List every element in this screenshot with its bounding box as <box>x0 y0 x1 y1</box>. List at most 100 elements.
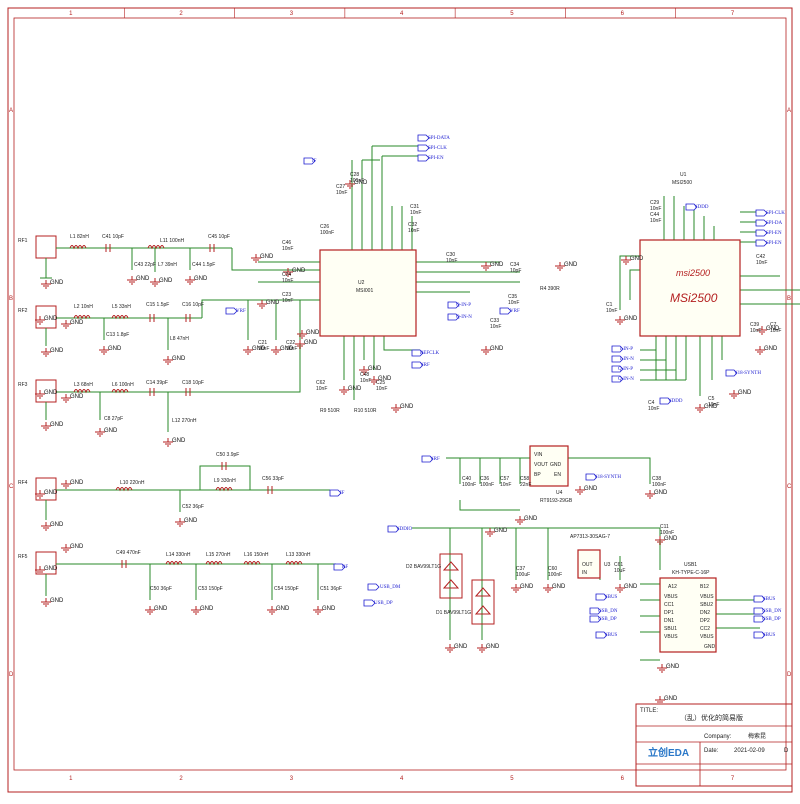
net-spi-clk: SPI-CLK <box>428 146 447 151</box>
cap-ref: C11 <box>660 524 669 530</box>
cap-ref: C31 <box>410 204 419 210</box>
net-port-flag <box>659 397 672 405</box>
gnd-symbol: GND <box>755 346 778 355</box>
gnd-symbol: GND <box>645 490 668 499</box>
row-label: D <box>787 672 792 678</box>
gnd-symbol: GND <box>283 268 306 277</box>
usb-pin: DP2 <box>700 618 710 624</box>
gnd-label: GND <box>154 606 168 612</box>
cap-ref: C5 <box>708 396 715 402</box>
cap-value: 10nF <box>446 258 457 264</box>
col-label: 5 <box>510 776 514 782</box>
company-label: Company: <box>704 734 732 740</box>
net-port-flag <box>447 313 460 321</box>
gnd-label: GND <box>159 278 173 284</box>
net-port-flag <box>755 219 768 227</box>
u1-big: MSi2500 <box>670 291 718 305</box>
net-i-in-n: I-IN-N <box>620 357 634 362</box>
cap-value: 10nF <box>606 308 617 314</box>
part-label: L16 150nH <box>244 552 269 558</box>
cap-ref: C62 <box>316 380 325 386</box>
cap-value: 10nF <box>286 346 297 352</box>
cap-ref: C33 <box>490 318 499 324</box>
net-port-flag <box>753 631 766 639</box>
cap-value: 10nF <box>508 300 519 306</box>
net-port-flag <box>411 361 424 369</box>
u1-part: MSI2500 <box>672 180 692 186</box>
cap-ref: C4 <box>648 400 655 406</box>
net-q-in-n-2: Q-IN-N <box>618 377 634 382</box>
part-label: L6 100nH <box>112 382 134 388</box>
row-label: A <box>9 108 13 114</box>
part-label: L9 330nH <box>214 478 236 484</box>
net-v18-synth: V18-SYNTH <box>734 371 761 376</box>
gnd-symbol: GND <box>615 316 638 325</box>
gnd-symbol: GND <box>391 404 414 413</box>
gnd-symbol: GND <box>695 404 718 413</box>
u2-ref: U2 <box>358 280 365 286</box>
net-port-flag <box>611 345 624 353</box>
cap-value: 22nF <box>520 482 531 488</box>
gnd-symbol: GND <box>163 438 186 447</box>
gnd-label: GND <box>584 486 598 492</box>
gnd-symbol: GND <box>41 280 64 289</box>
gnd-label: GND <box>664 536 678 542</box>
gnd-label: GND <box>520 584 534 590</box>
part-label: L15 270nH <box>206 552 231 558</box>
rf4-chain <box>35 462 330 520</box>
cap-ref: C24 <box>282 272 291 278</box>
net-usb-dn: USB_DN <box>598 609 618 614</box>
u3-part: AP7313-30SAG-7 <box>570 534 610 540</box>
gnd-label: GND <box>348 386 362 392</box>
usb-pin: VBUS <box>664 594 678 600</box>
cap-value: 10nF <box>408 228 419 234</box>
net-usb-dn-2: USB_DN <box>762 609 782 614</box>
labels: RF1 RF2 RF3 RF4 RF5 L1 82nH C41 10pF C43… <box>18 136 789 759</box>
cap-value: 100nF <box>462 482 476 488</box>
cap-value: 10pF <box>510 268 521 274</box>
net-port-flag <box>595 631 608 639</box>
net-spi-en-2: SPI-EN <box>766 231 782 236</box>
gnd-label: GND <box>108 346 122 352</box>
cap-value: 100nF <box>480 482 494 488</box>
res-label: R9 510R <box>320 408 340 414</box>
gnd-symbol: GND <box>515 516 538 525</box>
gnd-symbol: GND <box>35 566 58 575</box>
part-label: C15 1.5pF <box>146 302 169 308</box>
gnd-symbol: GND <box>543 584 566 593</box>
cap-ref: C44 <box>650 212 659 218</box>
net-port-flag <box>611 365 624 373</box>
power-section <box>412 445 760 661</box>
gnd-symbol: GND <box>185 276 208 285</box>
net-vddd: VDDD <box>668 399 683 404</box>
gnd-symbol: GND <box>729 390 752 399</box>
cap-ref: C40 <box>462 476 471 482</box>
gnd-label: GND <box>50 522 64 528</box>
u4-pin: BP <box>534 472 541 478</box>
gnd-label: GND <box>266 300 280 306</box>
gnd-label: GND <box>304 340 318 346</box>
cap-ref: C35 <box>508 294 517 300</box>
part-label: C8 27pF <box>104 416 123 422</box>
net-port-flag <box>589 607 602 615</box>
u1-ref: U1 <box>680 172 687 178</box>
cap-ref: C37 <box>516 566 525 572</box>
rf3-chain <box>35 300 301 432</box>
gnd-label: GND <box>490 262 504 268</box>
cap-ref: C58 <box>520 476 529 482</box>
net-port-flag <box>499 307 512 315</box>
part-label: C49 470nF <box>116 550 141 556</box>
net-vbus-2: VBUS <box>604 633 618 638</box>
rf1-chain <box>35 235 320 279</box>
col-label: 4 <box>400 11 404 17</box>
net-port-flag <box>363 599 376 607</box>
gnd-label: GND <box>136 276 150 282</box>
gnd-label: GND <box>624 316 638 322</box>
gnd-symbol: GND <box>41 522 64 531</box>
net-port-flag <box>725 369 738 377</box>
cap-value: 10nF <box>650 218 661 224</box>
gnd-symbol: GND <box>251 254 274 263</box>
gnd-symbol: GND <box>61 320 84 329</box>
